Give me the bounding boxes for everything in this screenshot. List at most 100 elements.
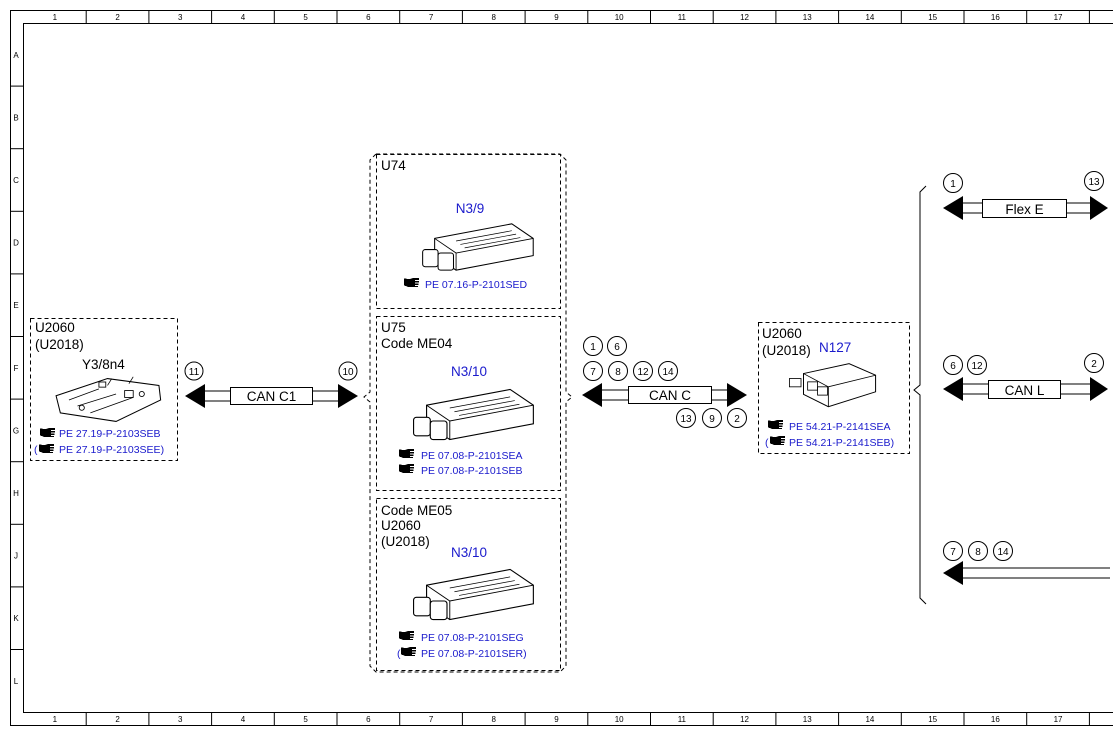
- grid-col-label: 5: [303, 13, 308, 22]
- grid-col-label: 3: [178, 715, 183, 724]
- can-c1-left-num: 11: [189, 367, 200, 378]
- reference-hand-icon: [768, 420, 783, 429]
- grid-col-label: 3: [178, 13, 183, 22]
- grid-col-label: 16: [991, 13, 1000, 22]
- grid-col-label: 5: [303, 715, 308, 724]
- grid-col-label: 11: [678, 715, 687, 724]
- right-module-ref1[interactable]: PE 54.21-P-2141SEA: [789, 421, 891, 433]
- can-l-bus: CAN L 6 12 2: [943, 353, 1108, 401]
- grid-col-label: 4: [241, 13, 246, 22]
- left-module-ref2[interactable]: PE 27.19-P-2103SEE): [59, 444, 164, 456]
- flex-e-bus: Flex E 1 13: [943, 171, 1108, 220]
- reference-hand-icon: [399, 464, 414, 473]
- left-module-ref1[interactable]: PE 27.19-P-2103SEB: [59, 428, 161, 440]
- me05-line3: (U2018): [381, 534, 430, 549]
- me05-ref2-prefix: (: [397, 648, 401, 660]
- left-module-line2: (U2018): [35, 337, 84, 352]
- grid-col-label: 15: [928, 715, 937, 724]
- inner-frame: [23, 23, 1113, 713]
- u75-code: N3/10: [451, 364, 487, 379]
- grid-row-label: K: [13, 614, 19, 623]
- grid-col-label: 9: [554, 715, 559, 724]
- grid-row-label: E: [13, 301, 18, 310]
- flex-e-left-num: 1: [950, 179, 956, 190]
- right-module-ref2[interactable]: PE 54.21-P-2141SEB): [789, 437, 894, 449]
- grid-col-label: 9: [554, 13, 559, 22]
- bottom-bus-num: 7: [950, 547, 956, 558]
- grid-row-label: F: [14, 364, 19, 373]
- right-module-line2: (U2018): [762, 343, 811, 358]
- ecu-n3-10-icon: [413, 568, 534, 621]
- can-l-label: CAN L: [1005, 383, 1045, 398]
- me05-ref1[interactable]: PE 07.08-P-2101SEG: [421, 632, 524, 644]
- grid-col-label: 4: [241, 715, 246, 724]
- bottom-bus: 7 8 14: [943, 541, 1110, 585]
- grid-col-label: 1: [53, 715, 58, 724]
- grid-col-label: 7: [429, 715, 434, 724]
- grid-col-label: 8: [492, 715, 497, 724]
- can-c-bus: CAN C 1 6 7 8 12 14 13 9 2: [582, 336, 747, 428]
- can-c-num: 7: [590, 367, 596, 378]
- grid-col-label: 17: [1054, 13, 1063, 22]
- grid-col-label: 1: [53, 13, 58, 22]
- flex-e-label: Flex E: [1005, 202, 1043, 217]
- grid-col-label: 7: [429, 13, 434, 22]
- left-module: U2060 (U2018) Y3/8n4 PE 27.19-P-2103SEB …: [30, 318, 178, 461]
- can-c-num: 6: [614, 342, 620, 353]
- grid-col-label: 10: [615, 715, 624, 724]
- u75-ref2[interactable]: PE 07.08-P-2101SEB: [421, 465, 523, 477]
- grid-col-label: 6: [366, 13, 371, 22]
- ecu-n127-icon: [788, 363, 877, 408]
- can-c-num: 2: [734, 414, 740, 425]
- right-bracket: [913, 185, 927, 605]
- grid-col-label: 14: [865, 13, 874, 22]
- outer-frame: [10, 10, 1113, 726]
- engine-control-group: U74 N3/9 PE 07.16-P-2101SED U75 Code ME0…: [363, 153, 573, 673]
- reference-hand-icon: [404, 278, 419, 287]
- can-c-num: 1: [590, 342, 596, 353]
- me05-ref2[interactable]: PE 07.08-P-2101SER): [421, 648, 527, 660]
- me05-code: N3/10: [451, 545, 487, 560]
- transmission-plate-icon: [55, 376, 162, 423]
- reference-hand-icon: [770, 436, 785, 445]
- u75-ref1[interactable]: PE 07.08-P-2101SEA: [421, 450, 523, 462]
- grid-col-label: 16: [991, 715, 1000, 724]
- bottom-bus-num: 8: [975, 547, 981, 558]
- grid-col-label: 11: [678, 13, 687, 22]
- right-module: U2060 (U2018) N127 PE 54.21-P-2141SEA ( …: [758, 322, 910, 454]
- grid-row-label: H: [13, 489, 19, 498]
- can-c1-bus: CAN C1 11 10: [184, 361, 358, 408]
- grid-col-label: 13: [803, 715, 812, 724]
- can-c-num: 14: [662, 367, 674, 378]
- u74-ref1[interactable]: PE 07.16-P-2101SED: [425, 279, 528, 291]
- reference-hand-icon: [399, 631, 414, 640]
- can-c-label: CAN C: [649, 388, 691, 403]
- can-c-num: 8: [615, 367, 621, 378]
- grid-col-label: 13: [803, 13, 812, 22]
- u74-title: U74: [381, 158, 406, 173]
- flex-e-right-num: 13: [1088, 177, 1100, 188]
- bottom-bus-num: 14: [997, 547, 1009, 558]
- can-l-right-num: 2: [1091, 359, 1097, 370]
- left-module-line1: U2060: [35, 320, 75, 335]
- u75-line1: U75: [381, 320, 406, 335]
- me05-line1: Code ME05: [381, 503, 452, 518]
- right-module-code: N127: [819, 340, 851, 355]
- grid-col-label: 2: [115, 13, 120, 22]
- grid-row-label: A: [13, 51, 19, 60]
- right-module-line1: U2060: [762, 326, 802, 341]
- grid-col-label: 17: [1054, 715, 1063, 724]
- grid-col-label: 2: [115, 715, 120, 724]
- grid-col-label: 6: [366, 715, 371, 724]
- u75-line2: Code ME04: [381, 336, 453, 351]
- can-c-num: 13: [680, 414, 692, 425]
- me05-line2: U2060: [381, 518, 421, 533]
- reference-hand-icon: [399, 449, 414, 458]
- can-c-num: 12: [637, 367, 649, 378]
- ecu-n3-10-icon: [413, 388, 534, 441]
- can-c1-right-num: 10: [342, 367, 354, 378]
- can-c-num: 9: [709, 414, 715, 425]
- grid-col-label: 10: [615, 13, 624, 22]
- left-module-code: Y3/8n4: [82, 357, 125, 372]
- can-c1-label: CAN C1: [247, 389, 297, 404]
